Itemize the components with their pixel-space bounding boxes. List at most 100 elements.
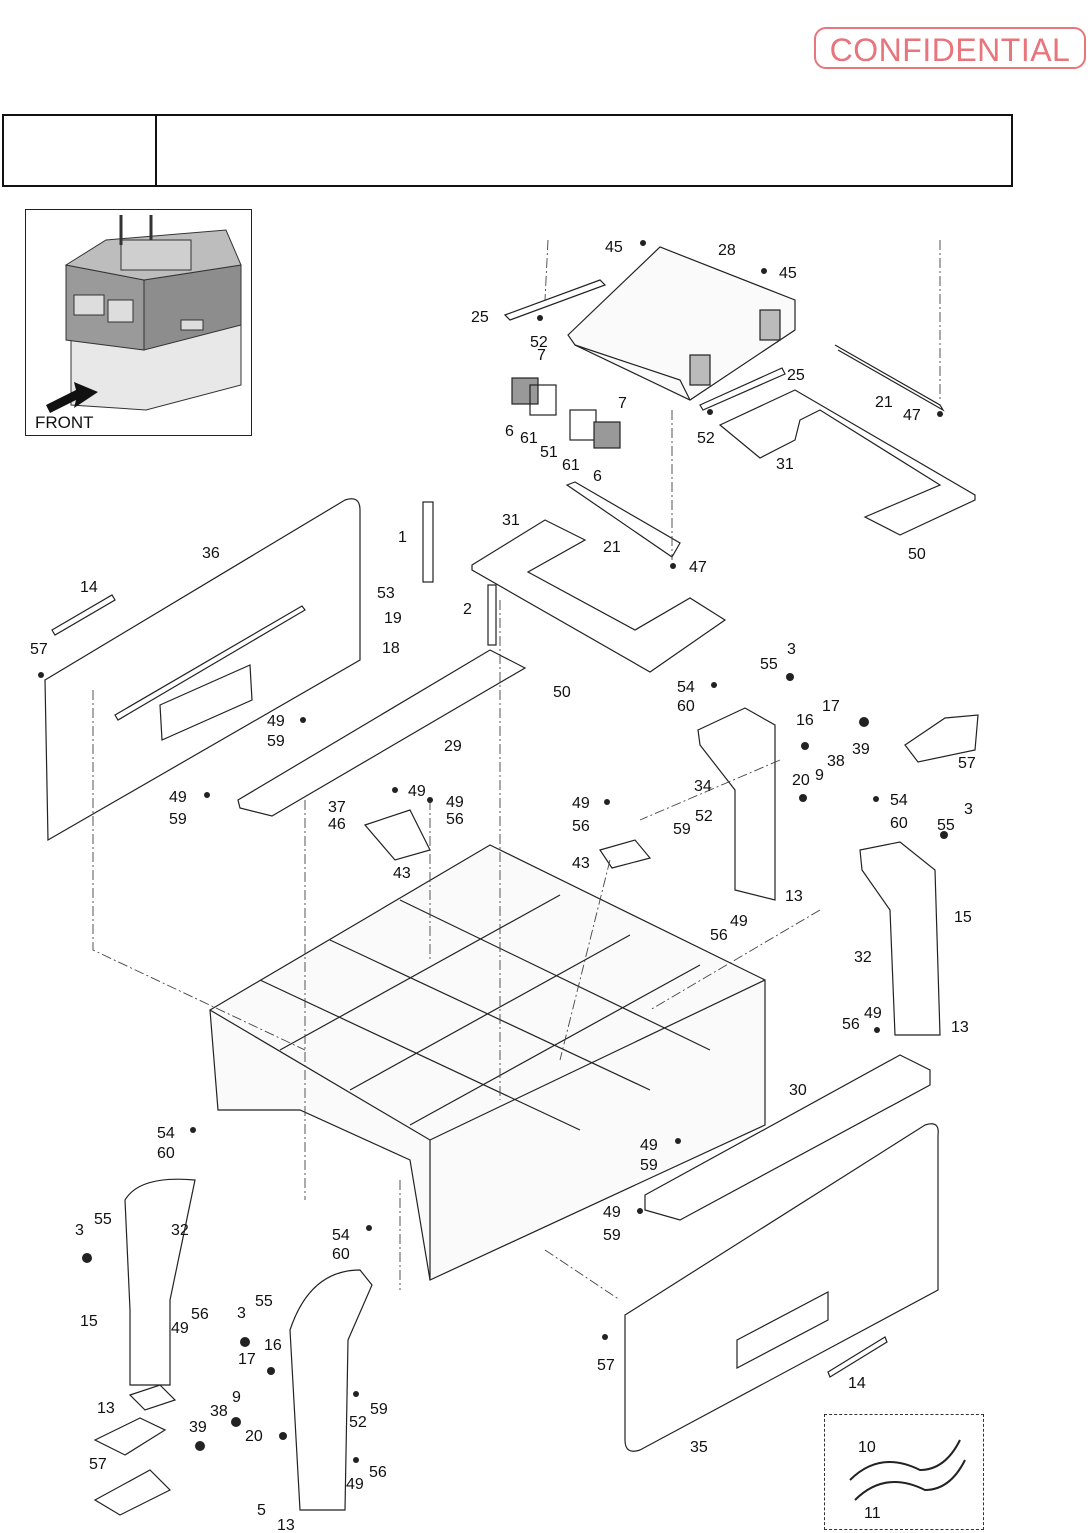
part-label-2: 2 bbox=[463, 601, 472, 618]
part-label-50: 50 bbox=[553, 684, 571, 701]
part-label-36: 36 bbox=[202, 545, 220, 562]
part-label-18: 18 bbox=[382, 640, 400, 657]
part-label-52: 52 bbox=[695, 808, 713, 825]
part-label-35: 35 bbox=[690, 1439, 708, 1456]
part-label-1: 1 bbox=[398, 529, 407, 546]
optional-cable-box bbox=[824, 1414, 984, 1530]
part-label-59: 59 bbox=[169, 811, 187, 828]
part-label-46: 46 bbox=[328, 816, 346, 833]
part-label-9: 9 bbox=[232, 1389, 241, 1406]
part-label-55: 55 bbox=[760, 656, 778, 673]
part-label-60: 60 bbox=[890, 815, 908, 832]
part-label-56: 56 bbox=[710, 927, 728, 944]
part-label-38: 38 bbox=[210, 1403, 228, 1420]
part-label-10: 10 bbox=[858, 1439, 876, 1456]
part-label-52: 52 bbox=[697, 430, 715, 447]
part-label-49: 49 bbox=[603, 1204, 621, 1221]
part-label-57: 57 bbox=[30, 641, 48, 658]
part-label-7: 7 bbox=[537, 347, 546, 364]
part-label-57: 57 bbox=[597, 1357, 615, 1374]
part-label-39: 39 bbox=[852, 741, 870, 758]
part-label-47: 47 bbox=[689, 559, 707, 576]
part-label-47: 47 bbox=[903, 407, 921, 424]
part-label-25: 25 bbox=[787, 367, 805, 384]
part-label-15: 15 bbox=[80, 1313, 98, 1330]
part-label-45: 45 bbox=[779, 265, 797, 282]
part-label-13: 13 bbox=[951, 1019, 969, 1036]
part-label-56: 56 bbox=[572, 818, 590, 835]
part-label-6: 6 bbox=[593, 468, 602, 485]
part-label-37: 37 bbox=[328, 799, 346, 816]
part-label-3: 3 bbox=[964, 801, 973, 818]
part-label-56: 56 bbox=[369, 1464, 387, 1481]
part-label-57: 57 bbox=[958, 755, 976, 772]
header-divider bbox=[155, 116, 157, 185]
part-label-20: 20 bbox=[245, 1428, 263, 1445]
part-label-54: 54 bbox=[890, 792, 908, 809]
part-label-55: 55 bbox=[937, 817, 955, 834]
part-label-14: 14 bbox=[80, 579, 98, 596]
part-label-13: 13 bbox=[277, 1517, 295, 1533]
part-label-49: 49 bbox=[446, 794, 464, 811]
part-label-15: 15 bbox=[954, 909, 972, 926]
part-label-61: 61 bbox=[562, 457, 580, 474]
part-label-50: 50 bbox=[908, 546, 926, 563]
part-label-14: 14 bbox=[848, 1375, 866, 1392]
part-label-45: 45 bbox=[605, 239, 623, 256]
part-label-56: 56 bbox=[446, 811, 464, 828]
part-label-7: 7 bbox=[618, 395, 627, 412]
part-label-30: 30 bbox=[789, 1082, 807, 1099]
part-label-16: 16 bbox=[264, 1337, 282, 1354]
part-label-13: 13 bbox=[97, 1400, 115, 1417]
part-label-49: 49 bbox=[408, 783, 426, 800]
part-label-49: 49 bbox=[730, 913, 748, 930]
machine-overview-inset: FRONT bbox=[25, 209, 252, 436]
part-label-59: 59 bbox=[640, 1157, 658, 1174]
part-label-52: 52 bbox=[349, 1414, 367, 1431]
part-label-32: 32 bbox=[171, 1222, 189, 1239]
part-label-60: 60 bbox=[677, 698, 695, 715]
part-label-60: 60 bbox=[332, 1246, 350, 1263]
part-label-56: 56 bbox=[842, 1016, 860, 1033]
part-label-49: 49 bbox=[171, 1320, 189, 1337]
front-arrow-icon bbox=[46, 382, 98, 413]
part-label-5: 5 bbox=[257, 1502, 266, 1519]
part-label-54: 54 bbox=[677, 679, 695, 696]
machine-illustration bbox=[46, 215, 242, 413]
part-label-43: 43 bbox=[572, 855, 590, 872]
part-label-53: 53 bbox=[377, 585, 395, 602]
part-label-61: 61 bbox=[520, 430, 538, 447]
part-label-3: 3 bbox=[787, 641, 796, 658]
part-label-49: 49 bbox=[346, 1476, 364, 1493]
part-label-17: 17 bbox=[822, 698, 840, 715]
part-label-38: 38 bbox=[827, 753, 845, 770]
part-label-59: 59 bbox=[267, 733, 285, 750]
part-label-59: 59 bbox=[370, 1401, 388, 1418]
part-label-57: 57 bbox=[89, 1456, 107, 1473]
part-label-28: 28 bbox=[718, 242, 736, 259]
header-table bbox=[2, 114, 1013, 187]
part-label-59: 59 bbox=[603, 1227, 621, 1244]
part-label-29: 29 bbox=[444, 738, 462, 755]
part-label-54: 54 bbox=[332, 1227, 350, 1244]
part-label-6: 6 bbox=[505, 423, 514, 440]
part-label-16: 16 bbox=[796, 712, 814, 729]
part-label-3: 3 bbox=[75, 1222, 84, 1239]
part-label-43: 43 bbox=[393, 865, 411, 882]
part-label-56: 56 bbox=[191, 1306, 209, 1323]
part-label-31: 31 bbox=[776, 456, 794, 473]
part-label-54: 54 bbox=[157, 1125, 175, 1142]
part-label-59: 59 bbox=[673, 821, 691, 838]
part-label-49: 49 bbox=[267, 713, 285, 730]
part-label-3: 3 bbox=[237, 1305, 246, 1322]
part-label-34: 34 bbox=[694, 778, 712, 795]
part-label-49: 49 bbox=[864, 1005, 882, 1022]
front-label: FRONT bbox=[35, 413, 94, 432]
part-label-21: 21 bbox=[603, 539, 621, 556]
part-label-49: 49 bbox=[640, 1137, 658, 1154]
part-label-39: 39 bbox=[189, 1419, 207, 1436]
part-label-55: 55 bbox=[255, 1293, 273, 1310]
part-label-60: 60 bbox=[157, 1145, 175, 1162]
part-label-25: 25 bbox=[471, 309, 489, 326]
